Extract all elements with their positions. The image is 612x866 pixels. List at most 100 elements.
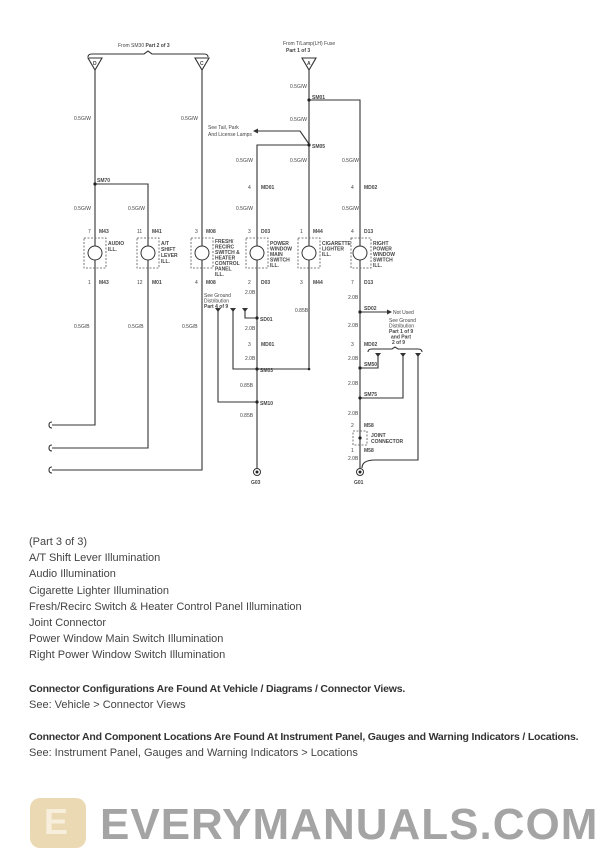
svg-text:2.0B: 2.0B bbox=[245, 356, 256, 362]
reference-brace bbox=[87, 50, 209, 58]
watermark-logo: E bbox=[30, 798, 86, 848]
list-item: Cigarette Lighter Illumination bbox=[29, 585, 170, 597]
svg-text:7: 7 bbox=[88, 229, 91, 235]
svg-text:M58: M58 bbox=[364, 423, 374, 429]
splice-labels: SM01 SM05 SM70 SD01 SM03 SM10 SD02 SM50 … bbox=[97, 95, 377, 407]
svg-text:0.5G/W: 0.5G/W bbox=[342, 158, 359, 164]
svg-text:0.5G/B: 0.5G/B bbox=[182, 324, 198, 330]
svg-text:2.0B: 2.0B bbox=[348, 381, 359, 387]
svg-text:1: 1 bbox=[351, 448, 354, 454]
wiring-diagram: From SM30 Part 2 of 3 From T/Lamp(LH) Fu… bbox=[48, 41, 423, 486]
connector-views-link[interactable]: See: Vehicle > Connector Views bbox=[29, 699, 186, 711]
svg-text:7: 7 bbox=[351, 280, 354, 286]
svg-text:1: 1 bbox=[300, 229, 303, 235]
svg-text:0.5G/W: 0.5G/W bbox=[236, 206, 253, 212]
wire-labels: 0.5G/W 0.5G/W 0.5G/W 0.5G/W 0.5G/W 0.5G/… bbox=[74, 84, 359, 462]
list-item: Fresh/Recirc Switch & Heater Control Pan… bbox=[29, 601, 302, 613]
svg-text:SM70: SM70 bbox=[97, 178, 110, 184]
terminal-c: C bbox=[194, 57, 210, 72]
svg-text:M44: M44 bbox=[313, 229, 323, 235]
svg-text:3: 3 bbox=[300, 280, 303, 286]
svg-text:G03: G03 bbox=[251, 480, 261, 486]
svg-text:0.85B: 0.85B bbox=[240, 413, 254, 419]
svg-text:D: D bbox=[93, 61, 97, 67]
svg-text:D13: D13 bbox=[364, 229, 373, 235]
svg-text:0.85B: 0.85B bbox=[295, 308, 309, 314]
svg-text:MD02: MD02 bbox=[364, 185, 378, 191]
list-item: Audio Illumination bbox=[29, 568, 116, 580]
svg-text:SM10: SM10 bbox=[260, 401, 273, 407]
svg-text:3: 3 bbox=[195, 229, 198, 235]
svg-text:0.85B: 0.85B bbox=[240, 383, 254, 389]
svg-text:SM75: SM75 bbox=[364, 392, 377, 398]
svg-text:2.0B: 2.0B bbox=[348, 411, 359, 417]
wires bbox=[48, 70, 423, 474]
svg-text:M43: M43 bbox=[99, 229, 109, 235]
svg-text:12: 12 bbox=[137, 280, 143, 286]
svg-text:D13: D13 bbox=[364, 280, 373, 286]
svg-text:2.0B: 2.0B bbox=[348, 456, 359, 462]
terminal-a: A bbox=[301, 57, 317, 72]
from-tlamp-label: From T/Lamp(LH) Fuse bbox=[283, 41, 335, 47]
svg-text:0.5G/W: 0.5G/W bbox=[74, 206, 91, 212]
svg-text:0.5G/W: 0.5G/W bbox=[290, 84, 307, 90]
svg-text:0.5G/B: 0.5G/B bbox=[128, 324, 144, 330]
svg-text:2.0B: 2.0B bbox=[348, 323, 359, 329]
svg-text:4: 4 bbox=[351, 185, 354, 191]
part-label: (Part 3 of 3) bbox=[29, 536, 88, 548]
svg-text:3: 3 bbox=[248, 342, 251, 348]
svg-text:M44: M44 bbox=[313, 280, 323, 286]
svg-text:2: 2 bbox=[248, 280, 251, 286]
not-used-label: Not Used bbox=[393, 310, 414, 316]
svg-text:And License Lamps: And License Lamps bbox=[208, 132, 252, 138]
svg-text:SM01: SM01 bbox=[312, 95, 325, 101]
list-item: Joint Connector bbox=[29, 617, 107, 629]
list-item: A/T Shift Lever Illumination bbox=[29, 552, 161, 564]
svg-text:0.5G/W: 0.5G/W bbox=[74, 116, 91, 122]
locations-link[interactable]: See: Instrument Panel, Gauges and Warnin… bbox=[29, 747, 358, 759]
svg-text:MD02: MD02 bbox=[364, 342, 378, 348]
connector-config-heading: Connector Configurations Are Found At Ve… bbox=[29, 683, 406, 695]
svg-text:0.5G/W: 0.5G/W bbox=[342, 206, 359, 212]
svg-text:M01: M01 bbox=[152, 280, 162, 286]
svg-text:2: 2 bbox=[351, 423, 354, 429]
list-item: Right Power Window Switch Illumination bbox=[29, 649, 226, 661]
svg-text:M08: M08 bbox=[206, 229, 216, 235]
ground-g03-icon: G03 bbox=[251, 468, 261, 486]
component-locations-heading: Connector And Component Locations Are Fo… bbox=[29, 731, 579, 743]
svg-text:D03: D03 bbox=[261, 229, 270, 235]
watermark: EVERYMANUALS.COM bbox=[100, 800, 599, 849]
svg-text:D03: D03 bbox=[261, 280, 270, 286]
svg-text:0.5G/W: 0.5G/W bbox=[181, 116, 198, 122]
svg-text:1: 1 bbox=[88, 280, 91, 286]
svg-text:4: 4 bbox=[195, 280, 198, 286]
svg-text:0.5G/W: 0.5G/W bbox=[236, 158, 253, 164]
from-sm30-label: From SM30 Part 2 of 3 bbox=[118, 43, 170, 49]
svg-text:C: C bbox=[200, 61, 204, 67]
svg-text:M08: M08 bbox=[206, 280, 216, 286]
svg-text:3: 3 bbox=[351, 342, 354, 348]
svg-text:11: 11 bbox=[137, 229, 142, 235]
svg-text:0.5G/W: 0.5G/W bbox=[290, 158, 307, 164]
svg-text:SM50: SM50 bbox=[364, 362, 377, 368]
svg-text:M41: M41 bbox=[152, 229, 162, 235]
ground-g01-icon: G01 bbox=[354, 468, 364, 486]
svg-text:0.5G/B: 0.5G/B bbox=[74, 324, 90, 330]
svg-text:3: 3 bbox=[248, 229, 251, 235]
list-item: Power Window Main Switch Illumination bbox=[29, 633, 224, 645]
svg-text:4: 4 bbox=[248, 185, 251, 191]
